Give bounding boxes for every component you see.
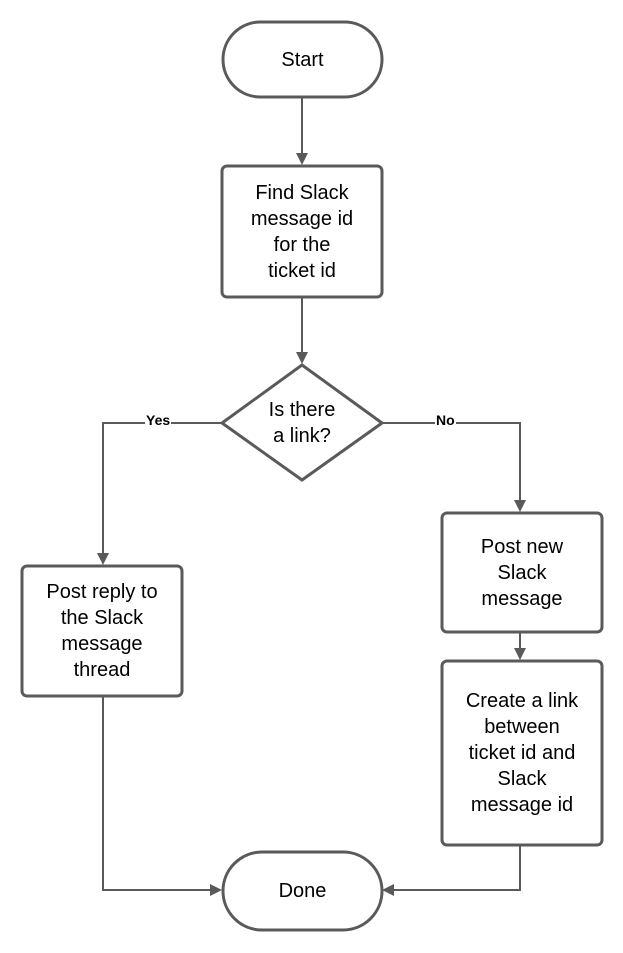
edge-decision-yes-to-reply — [97, 422, 222, 565]
find-slack-message-box — [220, 164, 384, 299]
edge-label-yes: Yes — [145, 412, 172, 428]
edge-label-no: No — [435, 412, 456, 428]
post-reply-box — [20, 564, 184, 698]
decision-diamond — [219, 363, 385, 482]
post-new-message-box — [440, 511, 604, 634]
edge-decision-no-to-post-new — [382, 422, 526, 512]
create-link-box — [440, 659, 604, 847]
edge-reply-to-done — [102, 696, 222, 896]
done-terminal — [221, 850, 384, 932]
edge-create-link-to-done — [382, 845, 521, 896]
start-terminal — [221, 20, 384, 99]
